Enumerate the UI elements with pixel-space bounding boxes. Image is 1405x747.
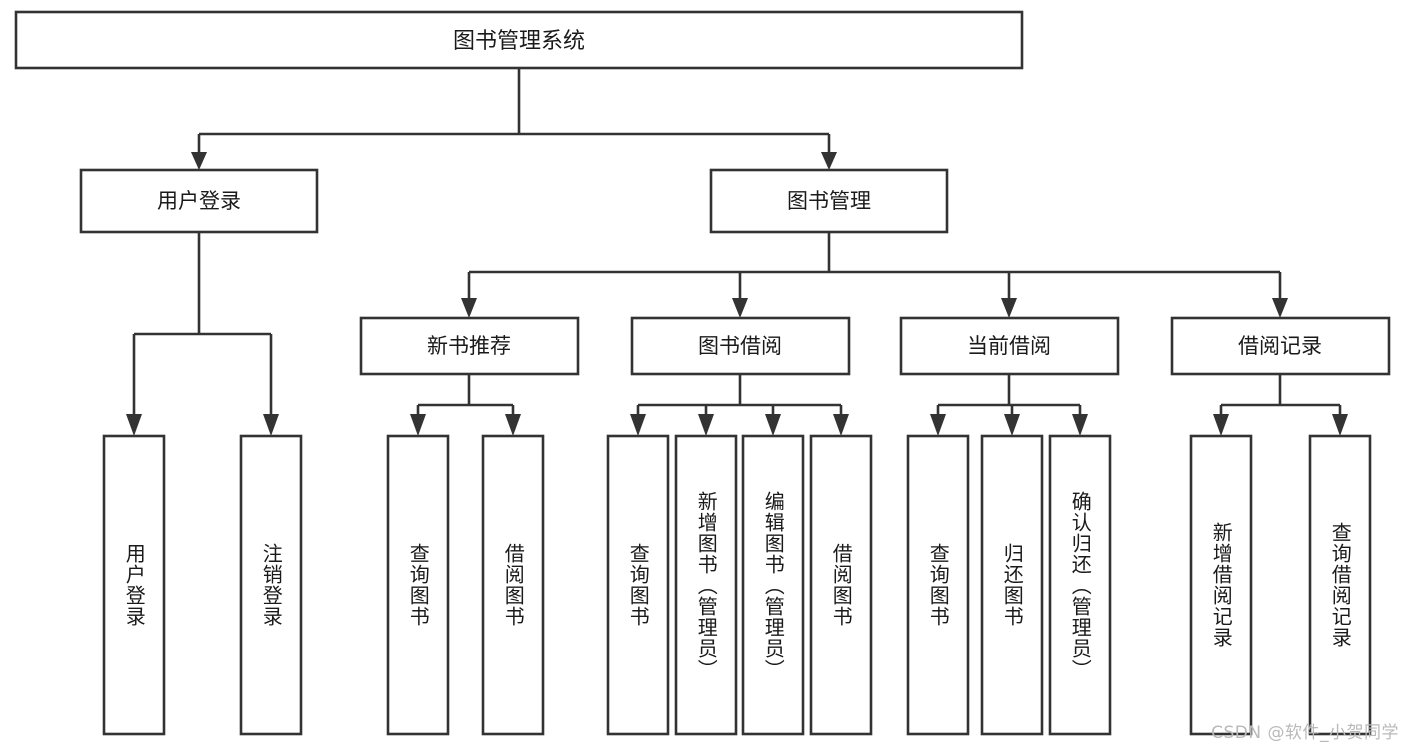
arrowhead-book-borrow bbox=[732, 298, 748, 318]
node-book-borrow-box[interactable] bbox=[630, 316, 851, 376]
arrowhead-leaf-query-book-2 bbox=[630, 414, 646, 436]
node-current-borrow-label: 当前借阅 bbox=[967, 334, 1051, 358]
node-root-box[interactable] bbox=[14, 10, 1024, 70]
node-book-borrow-label: 图书借阅 bbox=[698, 334, 782, 358]
node-book-borrow[interactable]: 图书借阅 bbox=[630, 316, 851, 376]
connector-layer bbox=[126, 68, 1348, 436]
node-user-login-label: 用户登录 bbox=[157, 189, 241, 213]
arrowhead-current-borrow bbox=[1001, 298, 1017, 318]
node-new-book-recommend[interactable]: 新书推荐 bbox=[359, 316, 580, 376]
arrowhead-borrow-record bbox=[1272, 298, 1288, 318]
arrowhead-leaf-logout bbox=[263, 414, 279, 436]
node-current-borrow[interactable]: 当前借阅 bbox=[899, 316, 1120, 376]
leaf-borrow-book-1-box[interactable] bbox=[481, 434, 545, 736]
node-borrow-record[interactable]: 借阅记录 bbox=[1170, 316, 1391, 376]
node-root[interactable]: 图书管理系统 bbox=[14, 10, 1024, 70]
leaf-add-record-box[interactable] bbox=[1189, 434, 1253, 736]
leaf-borrow-book-2-box[interactable] bbox=[809, 434, 873, 736]
arrowhead-leaf-query-book-3 bbox=[930, 414, 946, 436]
leaf-return-book-box[interactable] bbox=[980, 434, 1044, 736]
node-borrow-record-label: 借阅记录 bbox=[1238, 334, 1322, 358]
node-user-login[interactable]: 用户登录 bbox=[79, 168, 319, 234]
node-book-management[interactable]: 图书管理 bbox=[709, 168, 949, 234]
node-book-management-label: 图书管理 bbox=[787, 189, 871, 213]
leaf-confirm-return-box[interactable] bbox=[1048, 434, 1112, 736]
leaf-logout-box[interactable] bbox=[239, 434, 303, 736]
arrowhead-book-management bbox=[821, 152, 837, 170]
leaf-query-record-box[interactable] bbox=[1308, 434, 1372, 736]
arrowhead-user-login bbox=[191, 152, 207, 170]
node-new-book-recommend-box[interactable] bbox=[359, 316, 580, 376]
node-user-login-box[interactable] bbox=[79, 168, 319, 234]
arrowhead-leaf-borrow-book-2 bbox=[833, 414, 849, 436]
arrowhead-leaf-edit-book bbox=[765, 414, 781, 436]
node-current-borrow-box[interactable] bbox=[899, 316, 1120, 376]
leaf-box-layer bbox=[102, 434, 1372, 736]
arrowhead-leaf-confirm-return bbox=[1072, 414, 1088, 436]
arrowhead-leaf-query-record bbox=[1332, 414, 1348, 436]
leaf-edit-book-box[interactable] bbox=[741, 434, 805, 736]
node-borrow-record-box[interactable] bbox=[1170, 316, 1391, 376]
leaf-user-login-box[interactable] bbox=[102, 434, 166, 736]
arrowhead-leaf-add-book bbox=[698, 414, 714, 436]
arrowhead-leaf-query-book-1 bbox=[410, 414, 426, 436]
csdn-watermark: CSDN @软件_小贺同学 bbox=[1211, 723, 1399, 743]
arrowhead-leaf-borrow-book-1 bbox=[505, 414, 521, 436]
arrowhead-leaf-add-record bbox=[1213, 414, 1229, 436]
leaf-query-book-1-box[interactable] bbox=[386, 434, 450, 736]
node-root-label: 图书管理系统 bbox=[453, 29, 585, 54]
leaf-add-book-box[interactable] bbox=[674, 434, 738, 736]
leaf-query-book-3-box[interactable] bbox=[906, 434, 970, 736]
leaf-query-book-2-box[interactable] bbox=[606, 434, 670, 736]
node-book-management-box[interactable] bbox=[709, 168, 949, 234]
arrowhead-new-book-recommend bbox=[461, 298, 477, 318]
arrowhead-leaf-user-login bbox=[126, 414, 142, 436]
node-new-book-recommend-label: 新书推荐 bbox=[427, 334, 511, 358]
arrowhead-leaf-return-book bbox=[1004, 414, 1020, 436]
